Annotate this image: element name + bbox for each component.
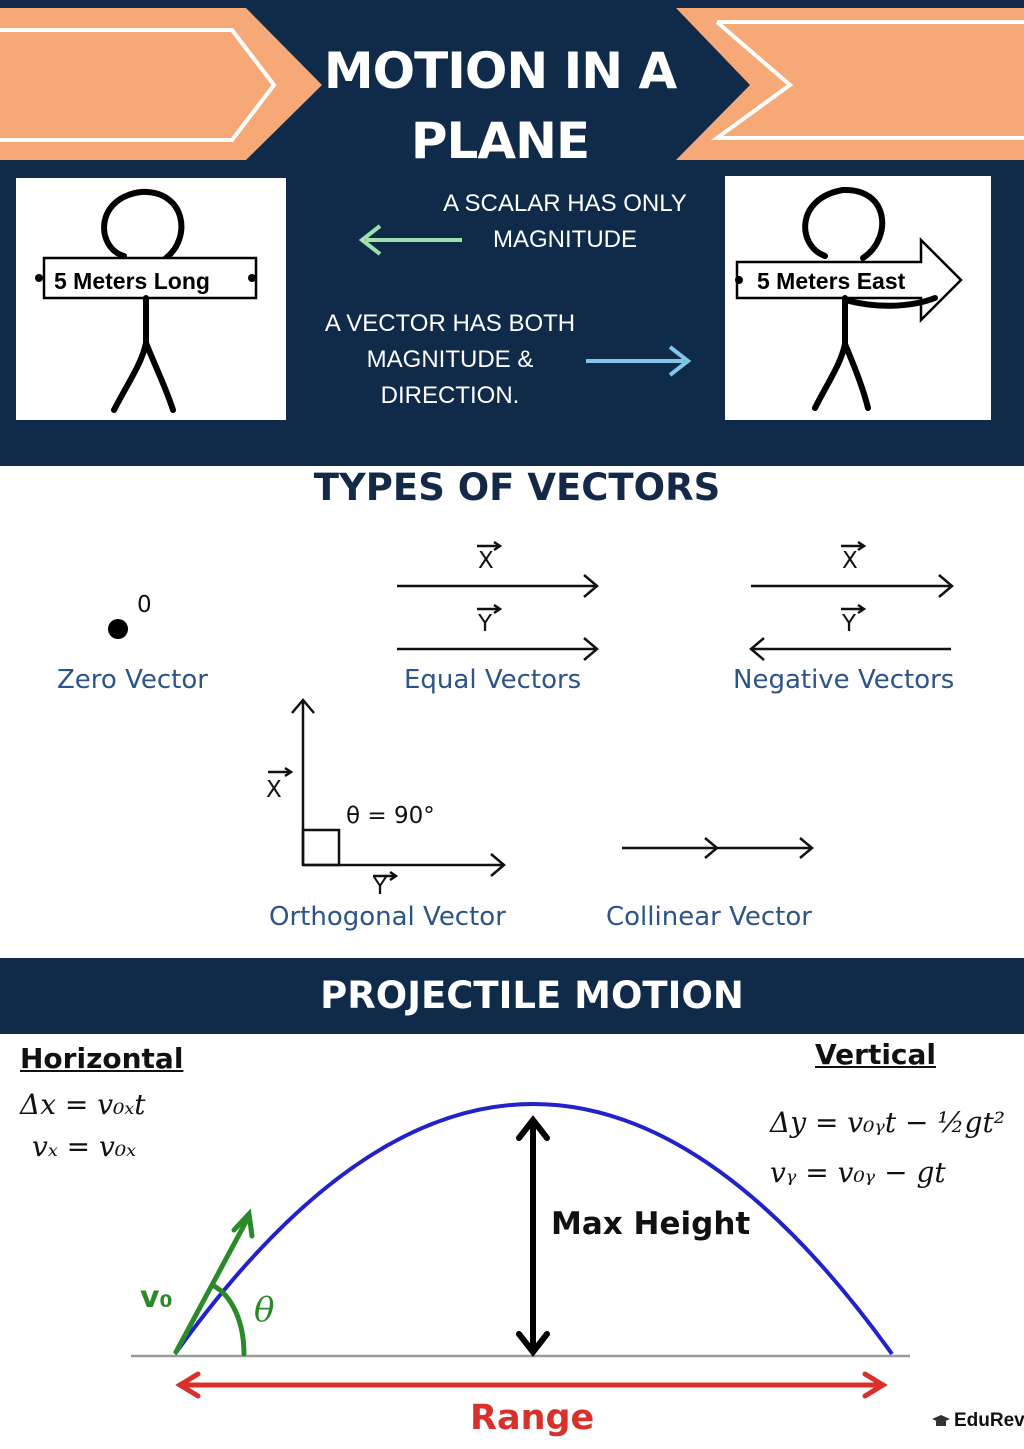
- max-height-arrow: [516, 1115, 550, 1357]
- brand-logo: EduRev: [932, 1410, 1024, 1432]
- horizontal-heading: Horizontal: [20, 1042, 184, 1075]
- scalar-sign-text: 5 Meters Long: [54, 268, 210, 294]
- vector-sign-text: 5 Meters East: [757, 268, 906, 294]
- vertical-heading: Vertical: [815, 1038, 937, 1071]
- header-banner-chevrons: [0, 8, 1024, 377]
- vector-figure-panel: 5 Meters East: [725, 176, 991, 420]
- orthogonal-vectors-arrows: [268, 698, 506, 882]
- scalar-definition: A SCALAR HAS ONLY MAGNITUDE: [443, 190, 687, 253]
- scalar-figure-panel: 5 Meters Long: [16, 178, 286, 420]
- graduation-cap-icon: [932, 1414, 950, 1426]
- equal-vectors-label: Equal Vectors: [404, 665, 582, 695]
- equal-vectors-arrows: [397, 540, 599, 661]
- negative-x-symbol: X: [842, 548, 858, 574]
- header-section: MOTION IN A PLANE 5 Meters Long: [0, 0, 1024, 466]
- page-title: MOTION IN A PLANE: [323, 42, 677, 170]
- vector-types-diagram: [108, 540, 954, 882]
- initial-velocity-arrow: [173, 1208, 255, 1357]
- horizontal-equation-1: Δx = v₀ₓt: [20, 1088, 146, 1121]
- zero-vector-value: 0: [137, 592, 152, 618]
- stick-figure-scalar-icon: [35, 188, 258, 413]
- types-of-vectors-title: TYPES OF VECTORS: [313, 466, 721, 509]
- vector-definition: A VECTOR HAS BOTH MAGNITUDE & DIRECTION.: [324, 310, 576, 409]
- projectile-diagram: [131, 1102, 910, 1399]
- orthogonal-vector-label: Orthogonal Vector: [269, 902, 506, 932]
- vertical-equation-1: Δy = v₀ᵧt − ½gt²: [770, 1106, 1005, 1139]
- range-label: Range: [470, 1398, 595, 1438]
- negative-y-symbol: Y: [842, 611, 857, 637]
- equal-x-symbol: X: [478, 548, 494, 574]
- collinear-vector-label: Collinear Vector: [606, 902, 812, 932]
- projectile-title-band: [0, 958, 1024, 1034]
- initial-velocity-label: v₀: [140, 1280, 173, 1315]
- orthogonal-y-symbol: Y: [373, 874, 388, 900]
- range-arrow: [175, 1371, 888, 1399]
- orthogonal-angle-label: θ = 90°: [346, 803, 435, 829]
- launch-angle-label: θ: [254, 1290, 275, 1330]
- zero-vector-dot: [108, 619, 128, 639]
- horizontal-equation-2: vₓ = v₀ₓ: [32, 1130, 137, 1163]
- zero-vector-label: Zero Vector: [57, 665, 208, 695]
- brand-name: EduRev: [954, 1410, 1024, 1431]
- collinear-vectors-arrows: [622, 837, 814, 859]
- orthogonal-x-symbol: X: [266, 777, 282, 803]
- equal-y-symbol: Y: [478, 611, 493, 637]
- projectile-motion-title: PROJECTILE MOTION: [320, 974, 744, 1017]
- max-height-label: Max Height: [551, 1206, 751, 1242]
- negative-vectors-arrows: [749, 540, 954, 661]
- negative-vectors-label: Negative Vectors: [733, 665, 955, 695]
- stick-figure-vector-icon: [735, 186, 963, 411]
- vertical-equation-2: vᵧ = v₀ᵧ − gt: [770, 1156, 946, 1189]
- trajectory-curve: [173, 1102, 894, 1356]
